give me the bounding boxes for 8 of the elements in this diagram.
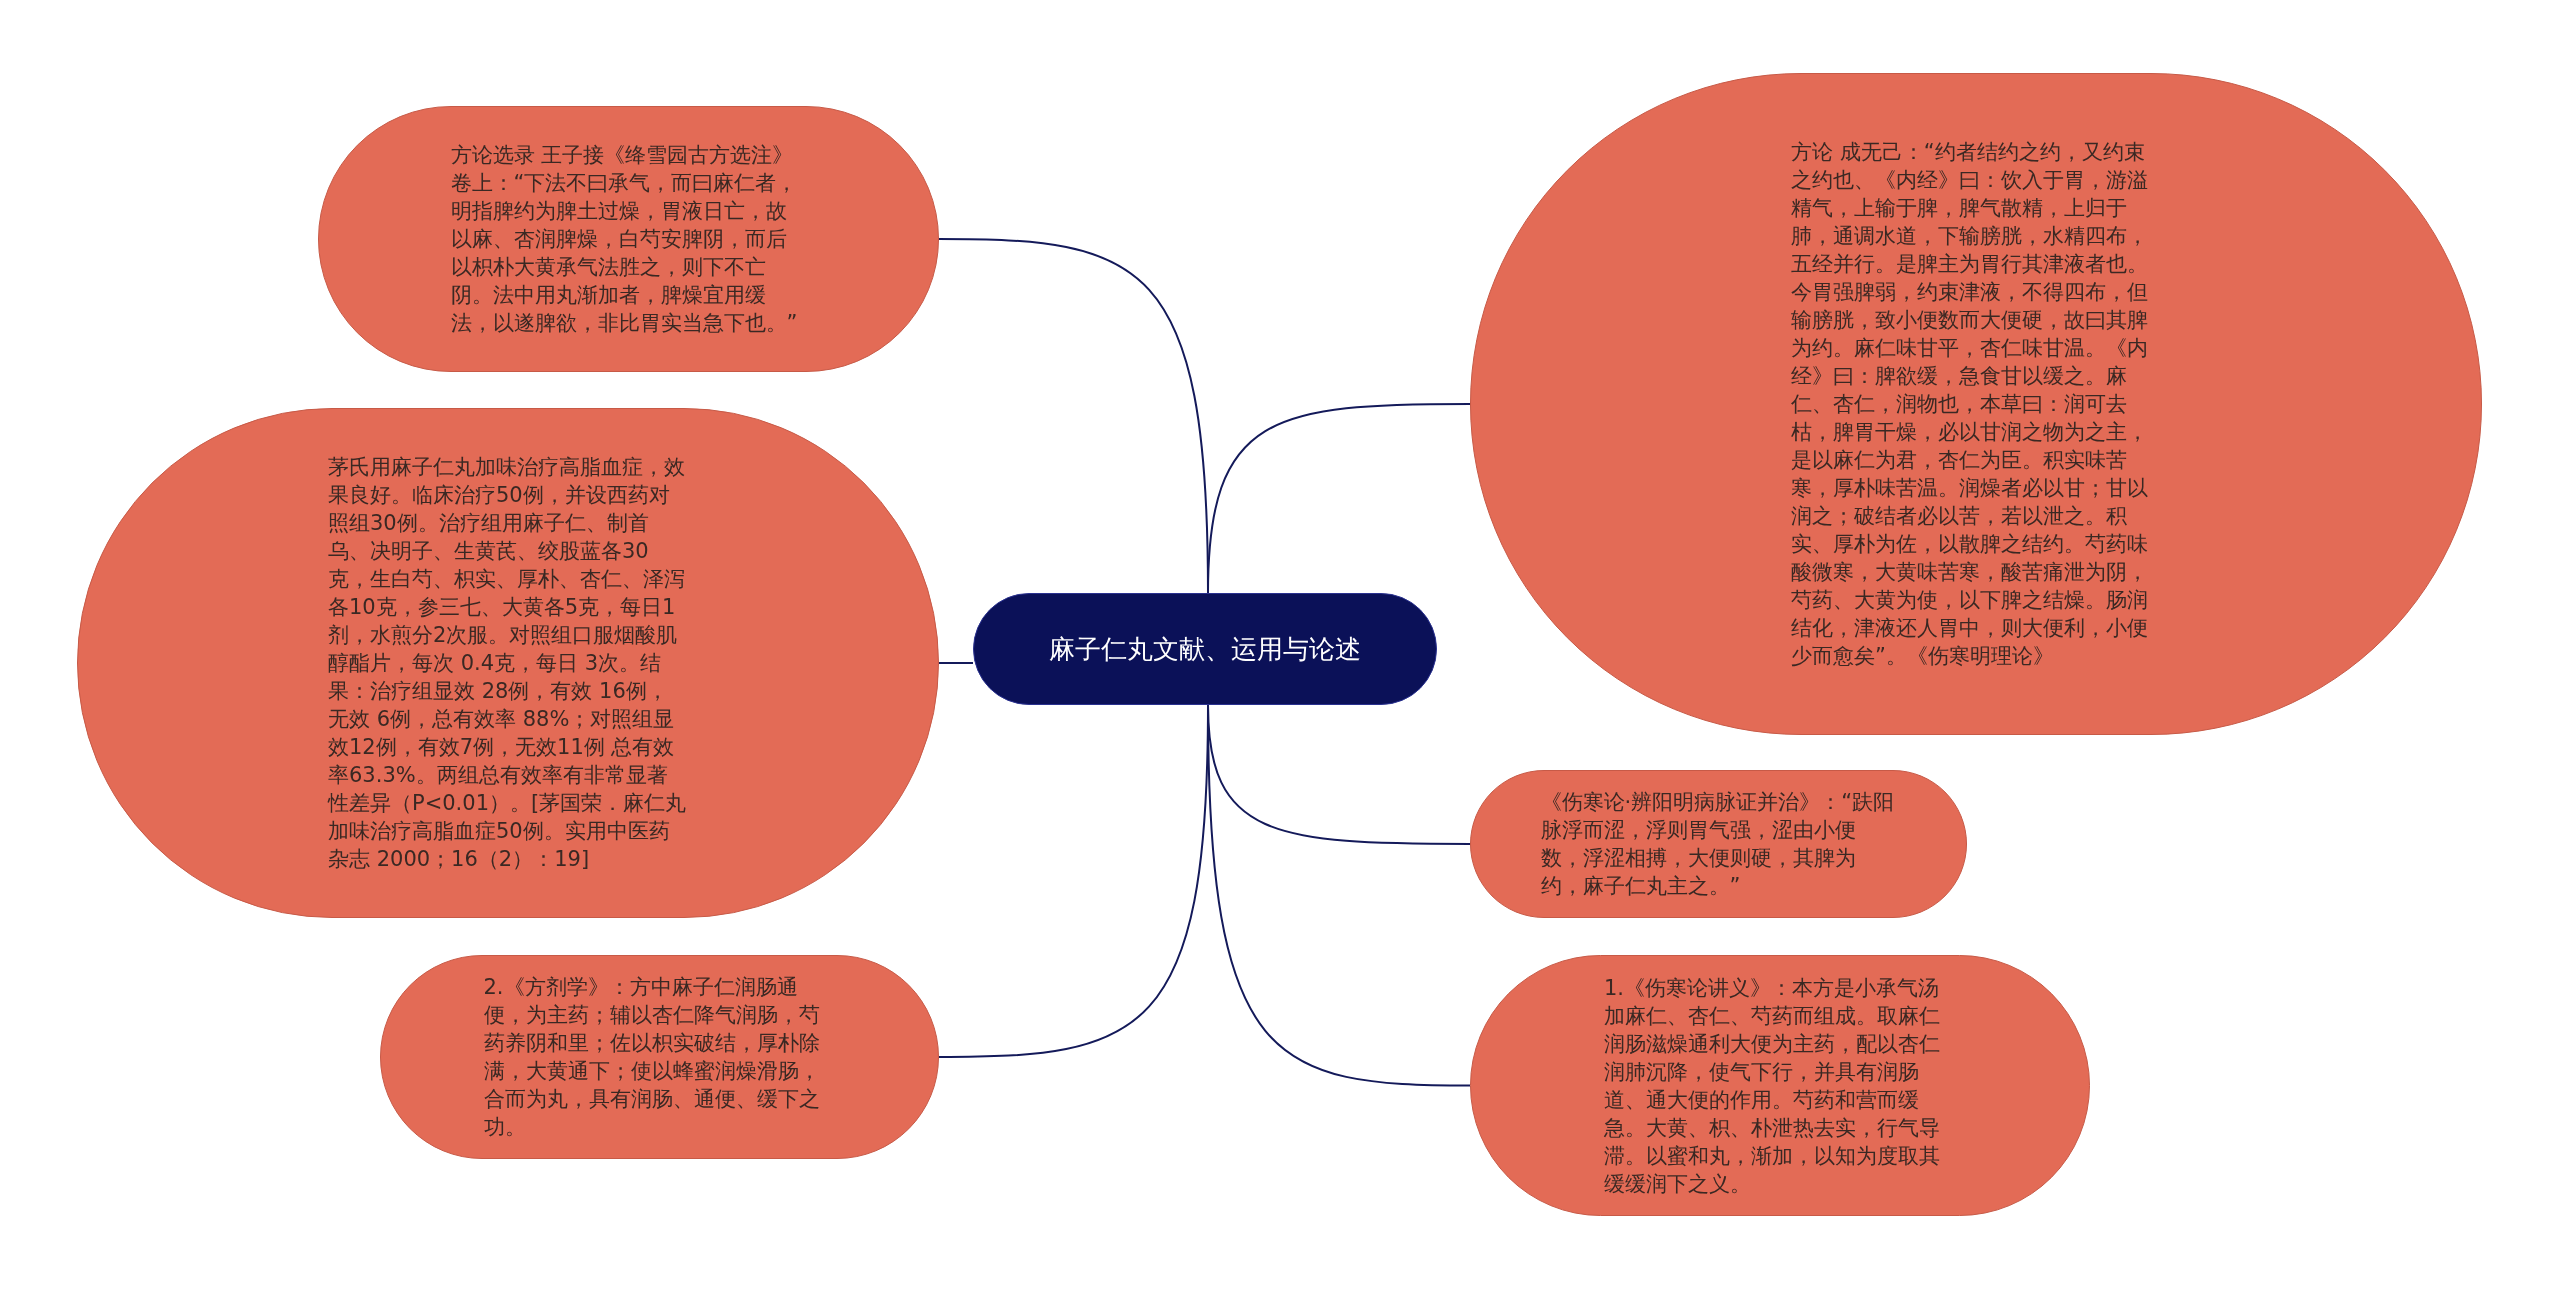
topic-title: 麻子仁丸文献、运用与论述	[1048, 633, 1362, 666]
note-text: 方论 成无己：“约者结约之约，又约束之约也、《内经》曰：饮入于胃，游溢精气，上输于脾，脾气散精，上归于肺，通调水道，下输膀胱，水精四布，五经并行。是脾主为胃行其津液者也。今胃强脾弱，约束津液，不得四布，但输膀胱，致小便数而大便硬，故曰其脾为约。麻仁味甘平，杏仁味甘温。《内经》曰：脾欲缓，急食甘以缓之。麻仁、杏仁，润物也，本草曰：润可去枯，脾胃干燥，必以甘润之物为之主，是以麻仁为君，杏仁为臣。积实味苦寒，厚朴味苦温。润燥者必以甘；甘以润之；破结者必以苦，若以泄之。积实、厚朴为佐，以散脾之结约。芍药味酸微寒，大黄味苦寒，酸苦痛泄为阴，芍药、大黄为使，以下脾之结燥。肠润结化，津液还人胃中，则大便利，小便少而愈矣”。《伤寒明理论》	[1791, 139, 2149, 670]
note-text: 2.《方剂学》：方中麻子仁润肠通便，为主药；辅以杏仁降气润肠，芍药养阴和里；佐以枳实破结，厚朴除满，大黄通下；使以蜂蜜润燥滑肠，合而为丸，具有润肠、通便、缓下之功。	[483, 974, 821, 1141]
note-text: 《伤寒论·辨阳明病脉证并治》：“趺阳脉浮而涩，浮则胃气强，涩由小便数，浮涩相搏，大便则硬，其脾为约，麻子仁丸主之。”	[1540, 789, 1896, 900]
note-text: 茅氏用麻子仁丸加味治疗高脂血症，效果良好。临床治疗50例，并设西药对照组30例。治疗组用麻子仁、制首乌、决明子、生黄芪、绞股蓝各30克，生白芍、枳实、厚朴、杏仁、泽泻各10克，参三七、大黄各5克，每日1剂，水煎分2次服。对照组口服烟酸肌醇酯片，每次 0.4克，每日 3次。结果：治疗组显效 28例，有效 16例，无效 6例，总有效率 88%；对照组显效12例，有效7例，无效11例 总有效率63.3%。两组总有效率有非常显著性差异（P<0.01）。[茅国荣．麻仁丸加味治疗高脂血症50例。实用中医药杂志 2000；16（2）：19]	[328, 454, 688, 873]
note-text: 方论选录 王子接《绛雪园古方选注》卷上：“下法不曰承气，而曰麻仁者，明指脾约为脾土过燥，胃液日亡，故以麻、杏润脾燥，白芍安脾阴，而后以枳朴大黄承气法胜之，则下不亡阴。法中用丸渐加者，脾燥宜用缓法，以遂脾欲，非比胃实当急下也。”	[450, 142, 799, 337]
note-text: 1.《伤寒论讲义》：本方是小承气汤加麻仁、杏仁、芍药而组成。取麻仁润肠滋燥通利大便为主药，配以杏仁润肺沉降，使气下行，并具有润肠道、通大便的作用。芍药和营而缓急。大黄、枳、朴泄热去实，行气导滞。以蜜和丸，渐加，以知为度取其缓缓润下之义。	[1604, 974, 1941, 1198]
connector-line	[938, 662, 974, 664]
